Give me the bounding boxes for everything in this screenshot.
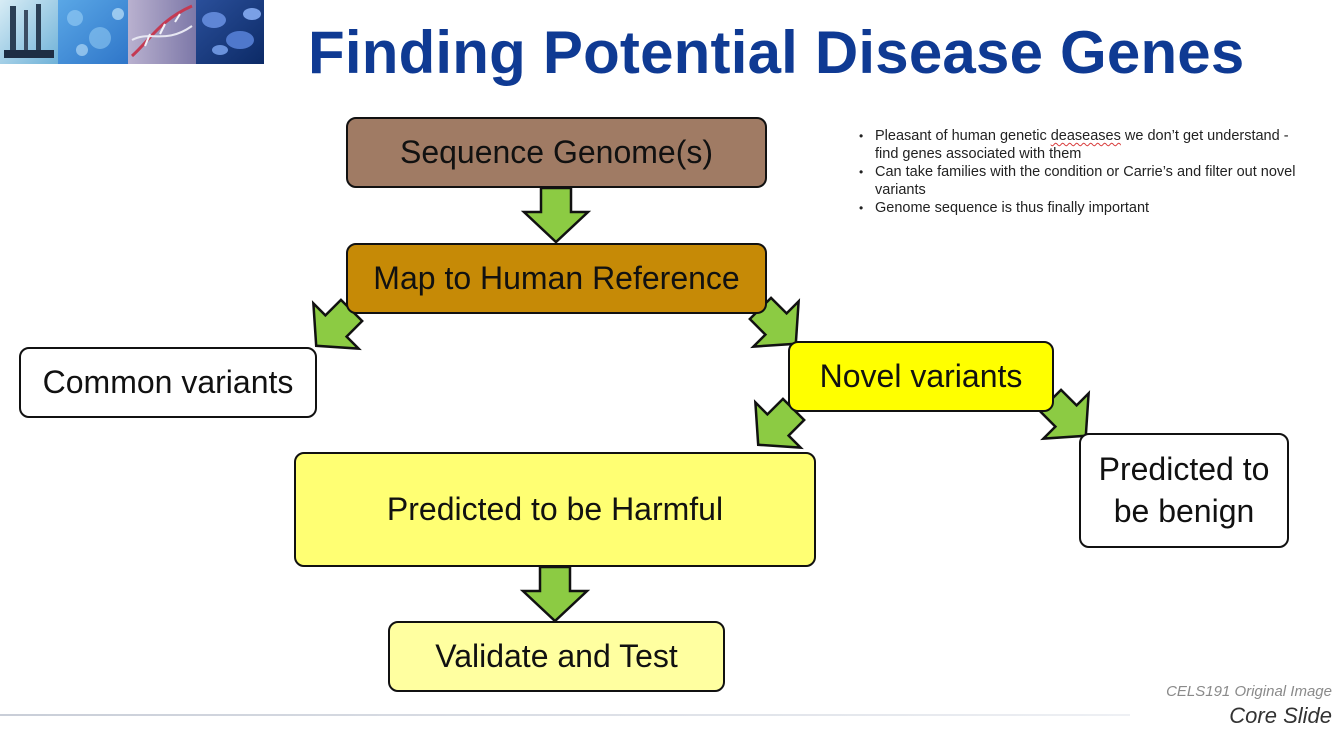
note-item: Genome sequence is thus finally importan… — [858, 199, 1298, 217]
node-common-variants: Common variants — [19, 347, 317, 418]
arrow-down-icon — [520, 186, 592, 244]
note-item: Pleasant of human genetic deaseases we d… — [858, 127, 1298, 163]
node-novel-variants: Novel variants — [788, 341, 1054, 412]
node-predicted-harmful: Predicted to be Harmful — [294, 452, 816, 567]
image-credit: CELS191 Original Image — [1166, 683, 1332, 700]
misspelled-word: deaseases — [1050, 128, 1121, 144]
speaker-notes: Pleasant of human genetic deaseases we d… — [858, 127, 1298, 217]
node-sequence-genomes: Sequence Genome(s) — [346, 117, 767, 188]
arrow-down-icon — [519, 565, 591, 623]
note-item: Can take families with the condition or … — [858, 163, 1298, 199]
slide-tag: Core Slide — [1229, 703, 1332, 728]
footer-divider — [0, 714, 1130, 716]
banner-image — [0, 0, 264, 64]
node-map-reference: Map to Human Reference — [346, 243, 767, 314]
node-validate-test: Validate and Test — [388, 621, 725, 692]
slide-title: Finding Potential Disease Genes — [308, 19, 1245, 86]
arrow-down-left-icon — [753, 397, 806, 450]
